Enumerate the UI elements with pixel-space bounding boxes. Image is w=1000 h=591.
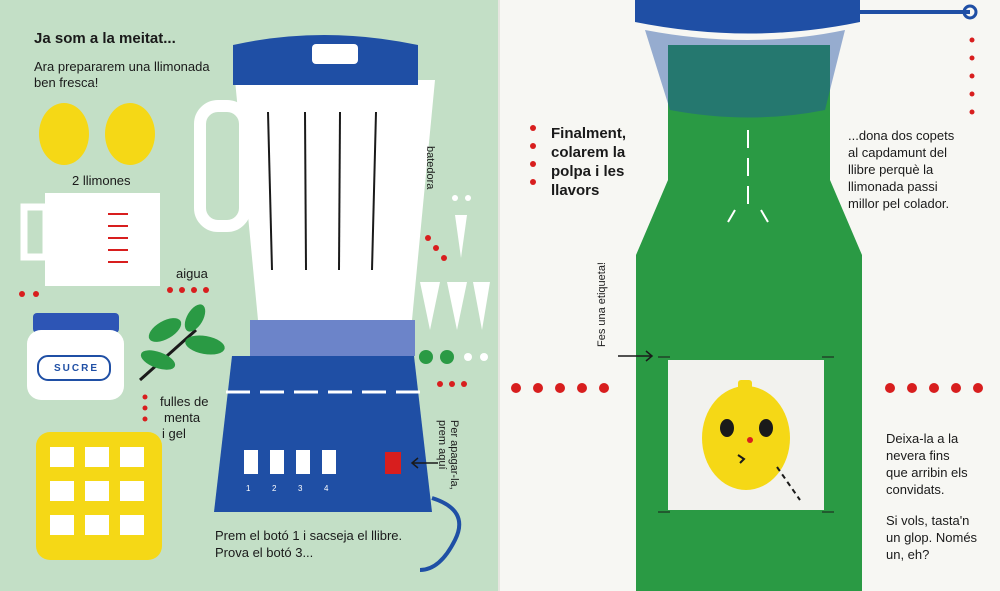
decor-dots — [19, 235, 467, 422]
right-illustration — [511, 0, 983, 591]
lemons-label: 2 llimones — [72, 173, 131, 188]
right-page: Finalment, colarem la polpa i les llavor… — [500, 0, 1000, 591]
sugar-jar-icon — [27, 313, 124, 400]
lemon-icon — [39, 103, 89, 165]
page-heading-line1: Finalment, — [551, 125, 627, 142]
button-3-label: 3 — [298, 484, 303, 493]
taste-text-line3: un, eh? — [886, 547, 930, 562]
blender-icon — [194, 35, 462, 572]
tap-text-line5: millor pel colador. — [848, 196, 950, 211]
taste-text-line2: un glop. Només — [886, 530, 978, 545]
mint-label-line2: menta — [164, 410, 201, 425]
left-page: Ja som a la meitat... Ara prepararem una… — [0, 0, 498, 591]
sugar-label: SUCRE — [54, 363, 100, 374]
page-heading-line4: llavors — [551, 182, 600, 199]
label-hint: Fes una etiqueta! — [596, 262, 608, 348]
power-hint-line1: Per apagar-la, — [448, 420, 460, 490]
fridge-text-line2: nevera fins — [886, 448, 950, 463]
lemon-face-icon — [702, 380, 801, 501]
fridge-text-line4: convidats. — [886, 482, 945, 497]
mint-leaves-icon — [139, 304, 225, 382]
instruction-line1: Prem el botó 1 i sacseja el llibre. — [215, 528, 403, 543]
tap-text-line3: llibre perquè la — [848, 162, 934, 177]
page-heading: Ja som a la meitat... — [34, 30, 176, 47]
fridge-text-line1: Deixa-la a la — [886, 431, 959, 446]
whisk-label: batedora — [424, 146, 436, 190]
tap-text-line2: al capdamunt del — [848, 145, 948, 160]
ice-tray-icon — [36, 432, 162, 560]
mint-label-line3: i gel — [162, 426, 186, 441]
measuring-jug-icon — [20, 193, 160, 286]
button-1-label: 1 — [246, 484, 251, 493]
button-4-label: 4 — [324, 484, 329, 493]
power-hint-line2: prem aquí — [436, 420, 448, 470]
tap-text-line4: llimonada passi — [848, 179, 938, 194]
book-gutter — [498, 0, 500, 591]
strainer-icon — [635, 0, 978, 118]
page-heading-line2: colarem la — [551, 144, 626, 161]
intro-text-line1: Ara prepararem una llimonada — [34, 59, 210, 74]
tap-text-line1: ...dona dos copets — [848, 128, 955, 143]
intro-text-line2: ben fresca! — [34, 75, 99, 90]
mint-label-line1: fulles de — [160, 394, 209, 409]
taste-text-line1: Si vols, tasta'n — [886, 513, 970, 528]
instruction-line2: Prova el botó 3... — [215, 545, 314, 560]
left-illustration — [19, 35, 490, 572]
lemon-icon — [105, 103, 155, 165]
fridge-text-line3: que arribin els — [886, 465, 968, 480]
decor-dots — [511, 37, 983, 393]
button-2-label: 2 — [272, 484, 277, 493]
blade-icon — [420, 195, 490, 330]
green-dots — [419, 350, 454, 364]
page-heading-line3: polpa i les — [551, 163, 625, 180]
water-label: aigua — [176, 266, 208, 281]
